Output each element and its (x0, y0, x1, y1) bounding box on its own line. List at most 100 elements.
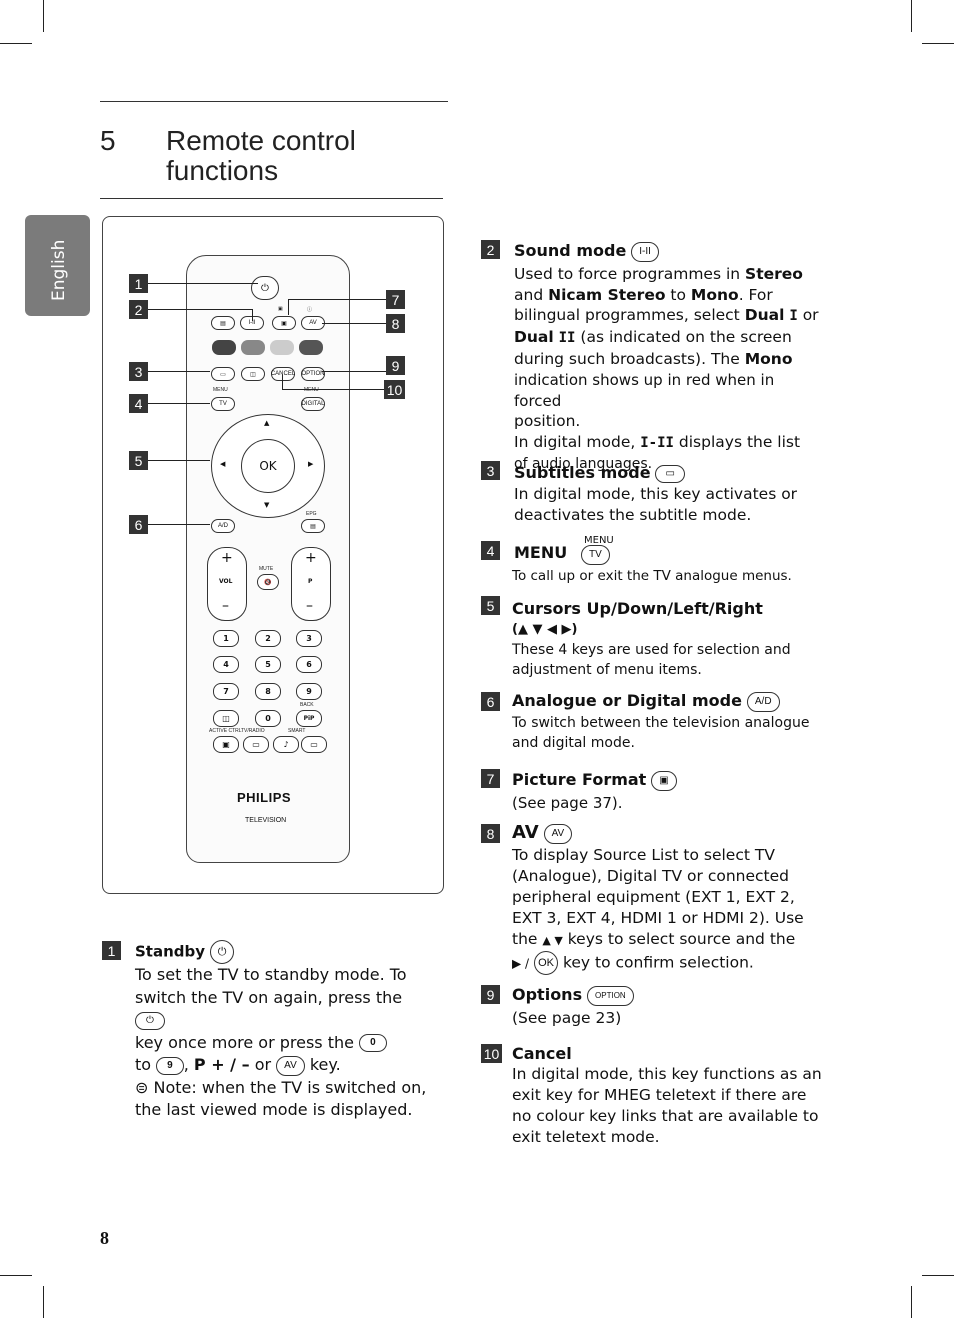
remote-digit-9: 9 (296, 683, 322, 700)
item-subtitles-mode: Subtitles mode ▭ In digital mode, this k… (514, 463, 798, 524)
crop-mark (922, 1275, 954, 1276)
item-sound-mode: Sound mode I-II Used to force programmes… (514, 241, 819, 472)
crop-mark (911, 0, 912, 32)
callout-line-6 (148, 524, 210, 525)
remote-active-ctrl-label: ACTIVE CTRL (209, 728, 242, 734)
remote-format-label: ▣ (278, 306, 283, 312)
picture-format-icon: ▣ (651, 770, 677, 791)
remote-pip-button: PiP (296, 710, 322, 727)
remote-info-button: ◫ (213, 710, 239, 727)
remote-cursor-ring: OK ▲ ▼ ◀ ▶ (211, 414, 325, 518)
callout-1: 1 (129, 274, 148, 293)
remote-yellow-key (270, 340, 294, 355)
remote-blue-key (299, 340, 323, 355)
remote-epg-button: ▤ (301, 519, 325, 533)
remote-illustration-frame (102, 216, 444, 894)
page-number: 8 (100, 1228, 109, 1248)
remote-mute-label: MUTE (259, 566, 274, 572)
remote-cancel-button: CANCEL (271, 367, 295, 381)
remote-teletext-mix-button: ◫ (241, 367, 265, 381)
item-number-7: 7 (481, 769, 500, 788)
item-number-4: 4 (481, 541, 500, 560)
remote-brand-sub: TELEVISION (245, 817, 287, 824)
item-number-9: 9 (481, 985, 500, 1004)
heading-rule-bottom (100, 198, 443, 199)
callout-line-1 (148, 283, 258, 284)
remote-teletext-button: ▤ (211, 316, 235, 330)
callout-9: 9 (386, 356, 405, 375)
language-tab: English (25, 215, 90, 316)
remote-digit-1: 1 (213, 630, 239, 647)
item-standby: Standby ⏻ To set the TV to standby mode.… (135, 940, 435, 1122)
remote-ok-button: OK (241, 439, 295, 493)
remote-menu-tv-button: TV (211, 397, 235, 411)
remote-info-label: ⓘ (307, 307, 313, 313)
remote-ad-button: A/D (211, 519, 235, 533)
remote-green-key (241, 340, 265, 355)
remote-tv-radio-button: ▭ (243, 736, 269, 753)
remote-digit-7: 7 (213, 683, 239, 700)
power-icon: ⏻ (135, 1011, 165, 1030)
callout-line-10b (282, 375, 283, 389)
item-av: AV AV To display Source List to select T… (512, 822, 824, 975)
remote-standby-button: ⏻ (251, 276, 279, 300)
crop-mark (0, 43, 32, 44)
remote-digit-3: 3 (296, 630, 322, 647)
item-options: Options OPTION (See page 23) (512, 984, 824, 1029)
crop-mark (911, 1286, 912, 1318)
callout-line-5 (148, 460, 210, 461)
callout-line-7b (288, 299, 289, 315)
remote-digit-5: 5 (255, 656, 281, 673)
remote-volume-rocker: + VOL – (207, 547, 247, 621)
power-icon: ⏻ (210, 940, 235, 964)
callout-4: 4 (129, 394, 148, 413)
remote-menu-label: MENU (213, 387, 228, 393)
subtitles-icon: ▭ (655, 464, 685, 483)
item-cancel: Cancel In digital mode, this key functio… (512, 1044, 822, 1146)
callout-line-3 (148, 371, 210, 372)
remote-right-arrow-icon: ▶ (308, 460, 314, 468)
remote-option-button: OPTION (301, 367, 325, 381)
callout-6: 6 (129, 515, 148, 534)
remote-smart-sound-button: ♪ (273, 736, 299, 753)
remote-brand: PHILIPS (237, 790, 292, 805)
section-title-line2: functions (166, 155, 279, 186)
remote-back-label: BACK (300, 702, 314, 708)
remote-picture-format-button: ▣ (272, 316, 296, 330)
item-number-1: 1 (102, 941, 121, 960)
callout-line-2 (148, 309, 252, 310)
callout-line-7 (288, 299, 386, 300)
remote-smart-label: SMART (288, 728, 306, 734)
callout-3: 3 (129, 362, 148, 381)
item-picture-format: Picture Format ▣ (See page 37). (512, 769, 824, 813)
item-cursors: Cursors Up/Down/Left/Right (▲ ▼ ◀ ▶) The… (512, 599, 791, 678)
item-number-8: 8 (481, 824, 500, 843)
callout-8: 8 (386, 314, 405, 333)
section-number: 5 (100, 125, 116, 156)
remote-smart-picture-button: ▭ (301, 736, 327, 753)
remote-menu-digital-button: DIGITAL (301, 397, 325, 411)
callout-line-9 (322, 371, 386, 372)
crop-mark (0, 1275, 32, 1276)
crop-mark (922, 43, 954, 44)
item-number-2: 2 (481, 240, 500, 259)
crop-mark (43, 1286, 44, 1318)
item-analogue-digital: Analogue or Digital mode A/D To switch b… (512, 691, 810, 751)
crop-mark (43, 0, 44, 32)
remote-menu-digital-label: MENU (304, 387, 319, 393)
remote-digit-0: 0 (255, 710, 281, 727)
callout-line-2b (252, 309, 253, 321)
remote-epg-label: EPG (306, 511, 317, 517)
remote-down-arrow-icon: ▼ (264, 501, 270, 509)
note-icon: ⊜ (135, 1077, 149, 1097)
item-menu: MENU MENU TV To call up or exit the TV a… (512, 535, 792, 584)
remote-up-arrow-icon: ▲ (264, 419, 270, 427)
callout-line-10 (282, 389, 384, 390)
callout-line-8 (322, 323, 386, 324)
callout-10: 10 (384, 380, 405, 399)
remote-digit-4: 4 (213, 656, 239, 673)
remote-programme-rocker: + P – (291, 547, 331, 621)
remote-left-arrow-icon: ◀ (220, 460, 226, 468)
item-number-5: 5 (481, 596, 500, 615)
remote-digit-2: 2 (255, 630, 281, 647)
